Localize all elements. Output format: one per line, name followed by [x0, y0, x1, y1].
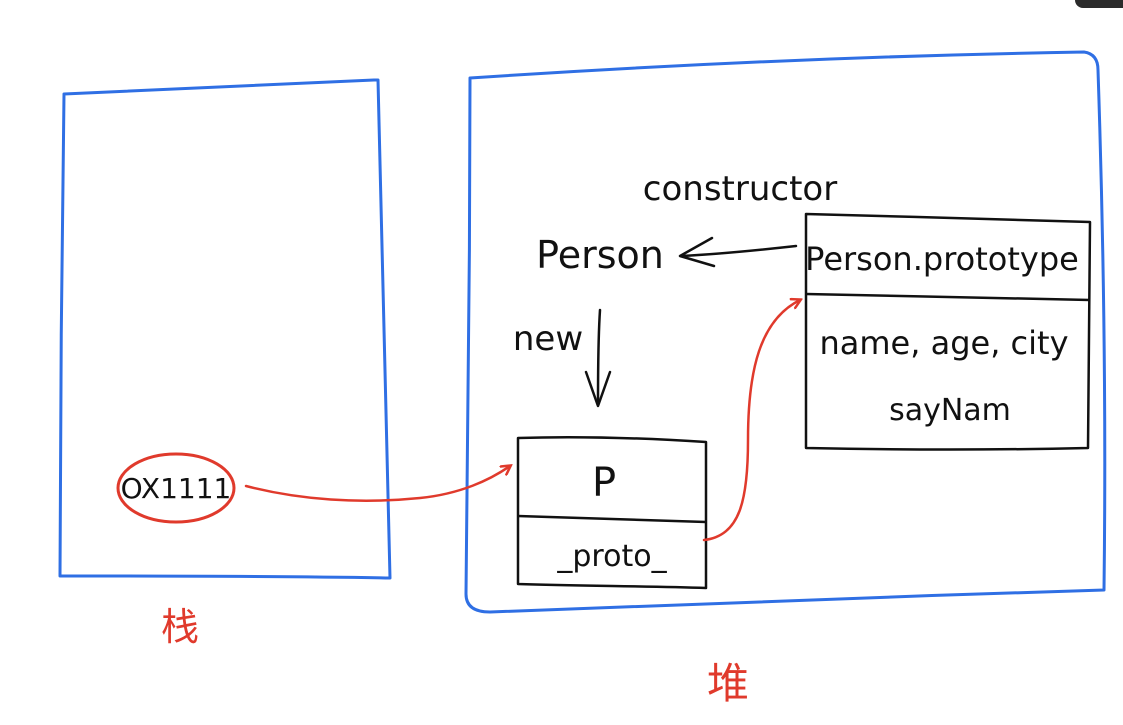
instance-box [516, 435, 708, 590]
constructor-label: constructor [643, 169, 837, 209]
instance-proto: _proto_ [556, 539, 667, 574]
prototype-props: name, age, city [819, 324, 1068, 362]
new-label: new [513, 319, 583, 359]
address-to-instance-arrow [244, 466, 510, 502]
window-corner-tab [1075, 0, 1123, 8]
address-ellipse [116, 452, 236, 524]
stack-region [58, 78, 392, 580]
heap-region [464, 50, 1107, 614]
prototype-method: sayNam [889, 393, 1011, 428]
prototype-title: Person.prototype [805, 240, 1079, 278]
heap-label: 堆 [707, 659, 749, 708]
address-text: OX1111 [121, 472, 232, 505]
new-arrow [584, 308, 612, 408]
instance-name: P [592, 460, 616, 506]
person-label: Person [536, 233, 664, 277]
stack-label: 栈 [161, 605, 199, 649]
prototype-box [804, 212, 1092, 451]
constructor-arrow [678, 236, 798, 268]
proto-to-prototype-arrow [702, 300, 800, 542]
